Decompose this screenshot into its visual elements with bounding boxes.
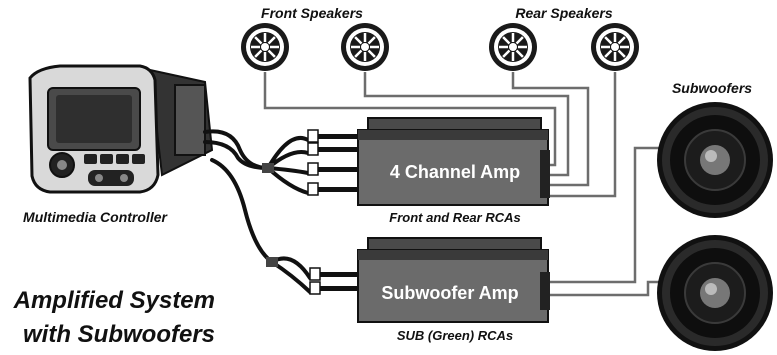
rca-plug (307, 129, 319, 143)
subwoofer-amp: Subwoofer Amp (357, 237, 550, 323)
rca-lead (320, 272, 360, 277)
subwoofer-amp-label: Subwoofer Amp (381, 283, 518, 303)
rca-cables (203, 129, 312, 294)
front-speaker-left (241, 23, 289, 71)
subwoofers-label: Subwoofers (672, 80, 752, 96)
rca-lead (318, 167, 358, 172)
multimedia-controller-label: Multimedia Controller (23, 209, 168, 225)
title-line-1: Amplified System (13, 287, 215, 314)
rca-plug (307, 182, 319, 196)
subwoofer-bottom (657, 235, 773, 351)
sub-rcas-label: SUB (Green) RCAs (397, 328, 513, 343)
rca-plug (307, 162, 319, 176)
four-channel-amp-label: 4 Channel Amp (390, 162, 520, 182)
multimedia-controller (28, 64, 214, 194)
rca-plug (307, 142, 319, 156)
rca-lead (318, 187, 358, 192)
subwoofer-top (657, 102, 773, 218)
front-speaker-right (341, 23, 389, 71)
speakers (241, 23, 639, 71)
rear-speakers-label: Rear Speakers (515, 5, 613, 21)
four-channel-amp: 4 Channel Amp (357, 117, 550, 206)
rear-speaker-left (489, 23, 537, 71)
rca-lead (318, 147, 358, 152)
title-line-2: with Subwoofers (23, 321, 215, 348)
rca-plug (309, 281, 321, 295)
rca-lead (320, 286, 360, 291)
rca-plugs (307, 129, 360, 295)
front-speakers-label: Front Speakers (261, 5, 363, 21)
rear-speaker-right (591, 23, 639, 71)
front-rear-rcas-label: Front and Rear RCAs (389, 210, 520, 225)
rca-plug (309, 267, 321, 281)
rca-lead (318, 134, 358, 139)
